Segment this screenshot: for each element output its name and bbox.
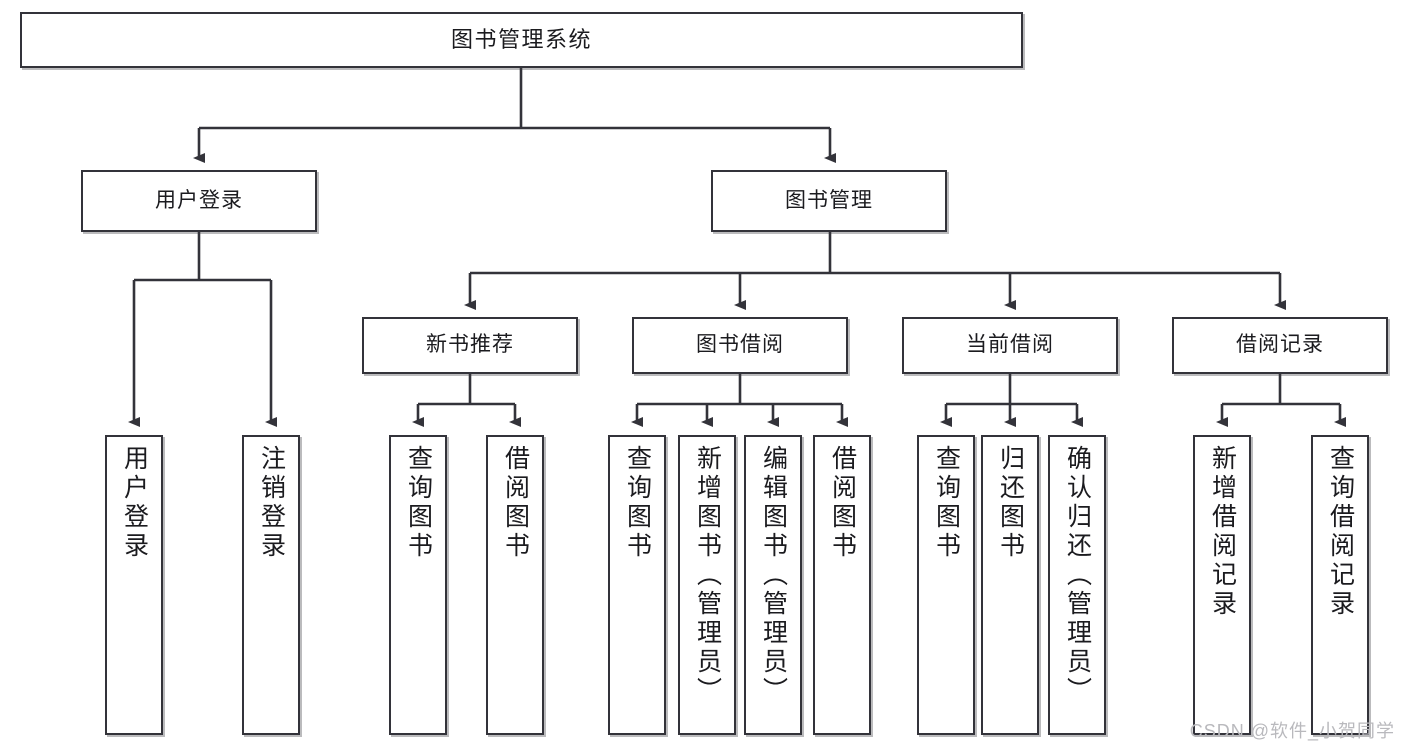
leaf-book-borrow-edit-book-admin[interactable]: 编辑图书（管理员） (744, 435, 802, 735)
node-new-book-recommend[interactable]: 新书推荐 (362, 317, 578, 374)
leaf-borrow-records-query-record[interactable]: 查询借阅记录 (1311, 435, 1369, 735)
node-label: 新书推荐 (426, 333, 514, 357)
node-label: 注销登录 (257, 445, 286, 561)
node-label: 用户登录 (120, 445, 149, 561)
node-label: 新增借阅记录 (1208, 445, 1237, 619)
node-root-book-management-system[interactable]: 图书管理系统 (20, 12, 1023, 68)
leaf-new-book-borrow-book[interactable]: 借阅图书 (486, 435, 544, 735)
node-label: 查询图书 (404, 445, 433, 561)
leaf-current-borrow-return-book[interactable]: 归还图书 (981, 435, 1039, 735)
leaf-current-borrow-confirm-return-admin[interactable]: 确认归还（管理员） (1048, 435, 1106, 735)
node-label: 新增图书（管理员） (693, 445, 722, 706)
node-user-login[interactable]: 用户登录 (81, 170, 317, 232)
leaf-current-borrow-query-book[interactable]: 查询图书 (917, 435, 975, 735)
leaf-borrow-records-add-record[interactable]: 新增借阅记录 (1193, 435, 1251, 735)
node-label: 借阅图书 (828, 445, 857, 561)
node-book-management[interactable]: 图书管理 (711, 170, 947, 232)
node-label: 确认归还（管理员） (1063, 445, 1092, 706)
node-label: 查询图书 (623, 445, 652, 561)
node-label: 借阅图书 (501, 445, 530, 561)
node-label: 图书管理 (785, 188, 873, 212)
node-label: 借阅记录 (1236, 333, 1324, 357)
node-book-borrow[interactable]: 图书借阅 (632, 317, 848, 374)
leaf-book-borrow-query-book[interactable]: 查询图书 (608, 435, 666, 735)
node-label: 归还图书 (996, 445, 1025, 561)
leaf-new-book-query-book[interactable]: 查询图书 (389, 435, 447, 735)
node-label: 查询图书 (932, 445, 961, 561)
node-label: 用户登录 (155, 188, 243, 212)
node-label: 图书借阅 (696, 333, 784, 357)
leaf-user-login-login[interactable]: 用户登录 (105, 435, 163, 735)
node-borrow-records[interactable]: 借阅记录 (1172, 317, 1388, 374)
node-label: 编辑图书（管理员） (759, 445, 788, 706)
node-label: 当前借阅 (966, 333, 1054, 357)
leaf-book-borrow-add-book-admin[interactable]: 新增图书（管理员） (678, 435, 736, 735)
leaf-user-login-logout[interactable]: 注销登录 (242, 435, 300, 735)
node-label: 图书管理系统 (450, 27, 592, 53)
node-current-borrow[interactable]: 当前借阅 (902, 317, 1118, 374)
leaf-book-borrow-borrow-book[interactable]: 借阅图书 (813, 435, 871, 735)
node-label: 查询借阅记录 (1326, 445, 1355, 619)
